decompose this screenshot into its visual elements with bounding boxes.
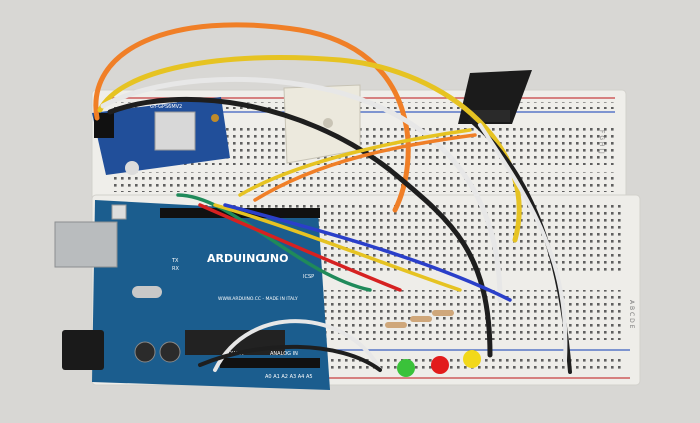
rx-label: RX [172,266,179,272]
yellow-led [463,350,481,368]
yellow-wire-bt [238,128,472,197]
tx-label: TX [171,258,179,264]
orange-wire-long [93,22,411,213]
resistor-1 [385,322,407,328]
gps-antenna [283,84,361,164]
blue-wire [223,203,512,302]
row-letters-fghij: F G H I J [598,130,605,154]
white-wire-long [100,76,503,303]
resistors [385,310,454,328]
white-wire-gnd [213,319,382,372]
crystal-oscillator [132,286,162,298]
icsp-label: ICSP [303,274,314,280]
capacitor-1 [134,341,156,363]
analog-in-label: ANALOG IN [270,351,298,357]
red-led [431,356,449,374]
reset-button [111,204,127,220]
gps-module: GY-GPS6MV2 [92,97,230,175]
analog-pins-label: A0 A1 A2 A3 A4 A5 [265,374,313,380]
usb-connector [54,221,118,268]
antenna-center [323,118,333,128]
white-wire-bt [478,123,568,362]
power-jack [62,330,104,370]
red-wire [198,203,402,292]
resistor-3 [432,310,454,316]
gps-chip [154,111,196,151]
row-letters-abcde: A B C D E [628,300,635,329]
black-wire-gnd [198,344,382,372]
arduino-brand: ARDUINO [207,252,265,265]
yellow-wire-short [213,203,462,292]
gps-antenna-connector [211,114,219,122]
green-wire [176,193,372,292]
analog-header [220,358,320,368]
green-led [397,359,415,377]
orange-wire-bt [253,133,477,202]
black-wire-long [107,96,493,358]
gps-battery [125,161,139,175]
resistor-2 [410,316,432,322]
gps-label: GY-GPS6MV2 [150,104,182,110]
arduino-website: WWW.ARDUINO.CC - MADE IN ITALY [218,296,298,302]
arduino-model: UNO [261,252,289,265]
capacitor-2 [159,341,181,363]
leds [397,350,481,377]
arduino-uno-board: ARDUINO UNO WWW.ARDUINO.CC - MADE IN ITA… [54,200,330,390]
wires [93,22,572,374]
